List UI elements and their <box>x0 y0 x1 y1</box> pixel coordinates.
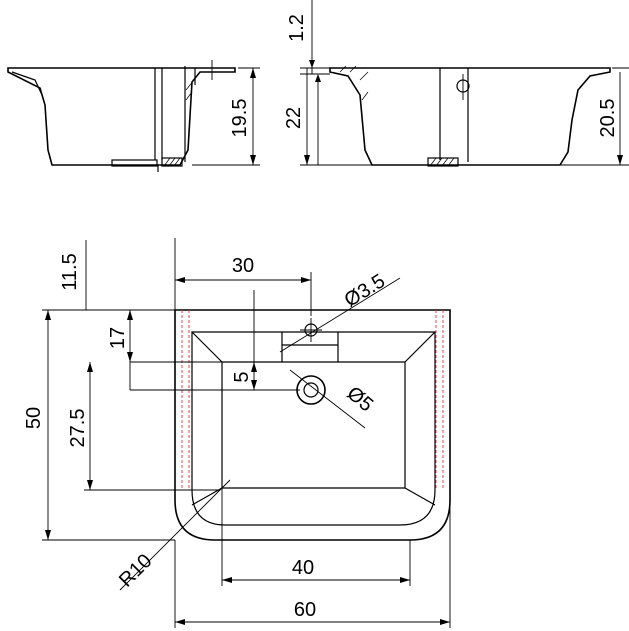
overflow-hole <box>296 375 326 405</box>
left-height-label: 19.5 <box>229 99 251 138</box>
tap-hole-offset-label: 30 <box>232 255 254 277</box>
side-view-right: 1.2 22 20.5 <box>283 0 629 167</box>
left-basin-outline <box>7 67 236 166</box>
total-width-label: 60 <box>294 599 316 621</box>
radius-label: R10 <box>115 550 157 592</box>
depth-5-label: 5 <box>231 371 253 382</box>
total-depth-label: 50 <box>23 407 45 429</box>
right-outer-height-label: 20.5 <box>597 99 619 138</box>
basin-depth-label: 27.5 <box>67 409 89 448</box>
tap-hole-diameter-label: Ø3.5 <box>341 270 389 312</box>
side-view-left: 19.5 <box>7 60 260 172</box>
right-height-label: 22 <box>283 107 305 129</box>
rim-thickness-label: 1.2 <box>286 14 308 42</box>
right-basin-outline <box>329 67 611 166</box>
top-offset-label: 11.5 <box>59 253 81 290</box>
overflow-diameter-label: Ø5 <box>343 382 378 416</box>
inner-width-label: 40 <box>292 557 314 579</box>
top-view: Ø3.5 Ø5 30 11.5 17 5 50 <box>23 238 451 628</box>
depth-17-label: 17 <box>107 327 129 349</box>
